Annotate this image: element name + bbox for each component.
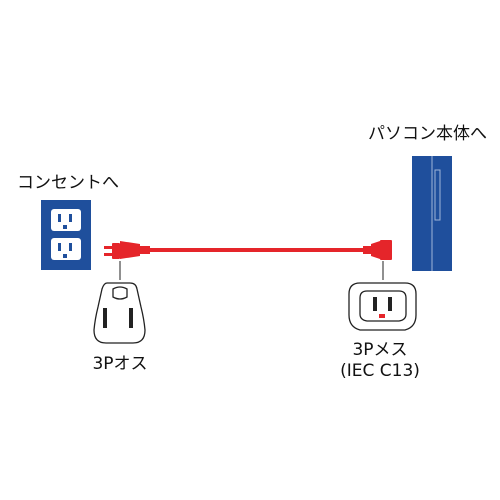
male-plug-label: 3Pオス xyxy=(92,354,148,374)
wall-outlet-label: コンセントへ xyxy=(17,173,119,193)
wall-outlet-icon xyxy=(41,200,91,270)
female-plug-label: 3Pメス xyxy=(352,340,408,360)
outlet-socket-top xyxy=(51,209,81,231)
male-plug-face-icon xyxy=(93,282,146,344)
pc-body-label: パソコン本体へ xyxy=(368,124,487,144)
female-plug-icon xyxy=(363,240,392,260)
male-plug-icon xyxy=(104,241,150,259)
power-cable xyxy=(104,240,392,260)
pc-tower-icon xyxy=(412,156,452,271)
outlet-socket-bottom xyxy=(51,238,81,260)
female-plug-face-icon xyxy=(348,282,417,331)
female-plug-standard-label: (IEC C13) xyxy=(340,361,420,381)
